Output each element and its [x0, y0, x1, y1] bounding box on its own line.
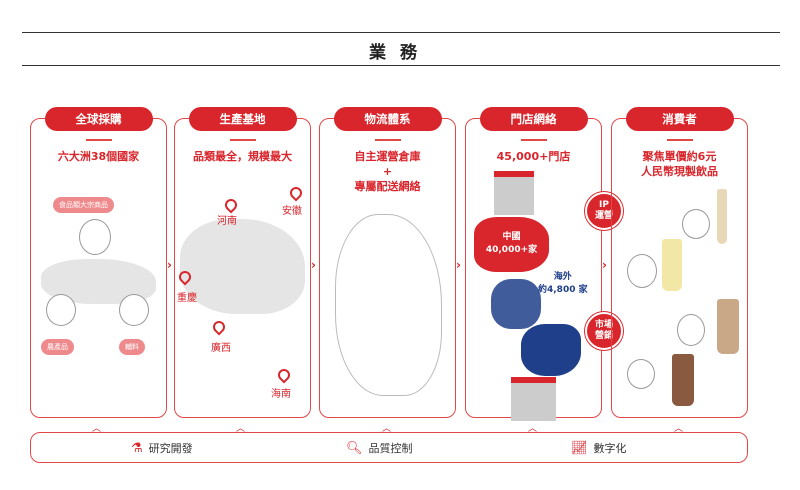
coffee-image: [672, 354, 694, 406]
item-rnd: ⚗ 研究開發: [131, 440, 193, 456]
item-label: 品質控制: [368, 442, 413, 455]
location-hainan: 海南: [271, 389, 291, 400]
divider: [374, 139, 401, 141]
panel-header: 消費者: [625, 107, 734, 131]
panel-consumers: 消費者 聚焦單價約6元 人民幣現製飲品: [611, 107, 748, 418]
badge-line: 營銷: [594, 331, 613, 341]
subtitle-line: +: [382, 165, 393, 178]
panel-header: 生產基地: [188, 107, 297, 131]
panel-subtitle: 聚焦單價約6元 人民幣現製飲品: [612, 149, 747, 179]
digital-chart-icon: 📈︎: [571, 440, 588, 456]
mascot-image: [682, 209, 710, 239]
badge-line: IP: [599, 200, 609, 210]
chevron-right-icon: ›: [311, 258, 316, 272]
china-count: 40,000+家: [485, 245, 538, 255]
panel-subtitle: 品類最全，規模最大: [193, 150, 292, 163]
chevron-right-icon: ›: [167, 258, 172, 272]
china-map: [180, 219, 305, 314]
china-label: 中國: [502, 232, 521, 242]
page-title: 業務: [369, 43, 431, 63]
overseas-text: 海外: [553, 272, 572, 282]
location-henan: 河南: [217, 216, 237, 227]
item-label: 數字化: [593, 442, 627, 455]
store-image: [511, 377, 556, 421]
location-pin-icon: [210, 318, 228, 336]
overseas-count: 約4,800 家: [538, 285, 588, 295]
subtitle-line: 自主運營倉庫: [354, 150, 421, 163]
foundation-bar: ⚗ 研究開發 🔍︎ 品質控制 📈︎ 數字化: [30, 432, 748, 463]
badge-marketing: 市場營銷: [585, 312, 623, 350]
panel-global-sourcing: 全球採購 六大洲38個國家 食品類大宗商品 農產品 輔料: [30, 107, 167, 418]
tag-agricultural: 農產品: [41, 339, 74, 355]
panel-subtitle: 45,000+門店: [496, 150, 571, 163]
ice-cream-image: [717, 189, 727, 244]
mascot-image: [627, 359, 655, 389]
location-pin-icon: [222, 196, 240, 214]
location-pin-icon: [275, 366, 293, 384]
panel-subtitle: 六大洲38個國家: [57, 150, 140, 163]
location-chongqing: 重慶: [177, 293, 197, 304]
chevron-up-icon: ︿: [92, 424, 102, 434]
lemon-tea-image: [662, 239, 682, 291]
mascot-image: [627, 254, 657, 288]
divider: [666, 139, 693, 141]
panel-production-base: 生產基地 品類最全，規模最大 河南 安徽 重慶 廣西 海南: [174, 107, 311, 418]
chevron-up-icon: ︿: [236, 424, 246, 434]
chevron-up-icon: ︿: [528, 424, 538, 434]
subtitle-line: 人民幣現製飲品: [641, 165, 718, 178]
mascot-image: [677, 314, 705, 346]
magnifier-icon: 🔍︎: [346, 440, 363, 456]
chevron-right-icon: ›: [456, 258, 461, 272]
panel-store-network: 門店網絡 45,000+門店 中國 40,000+家 海外 約4,800 家: [465, 107, 602, 421]
location-pin-icon: [287, 184, 305, 202]
chevron-right-icon: ›: [602, 258, 607, 272]
subtitle-line: 聚焦單價約6元: [642, 150, 717, 163]
panel-subtitle: 自主運營倉庫 + 專屬配送網絡: [320, 149, 455, 194]
chevron-up-icon: ︿: [382, 424, 392, 434]
mascot-image: [46, 294, 76, 326]
panel-header: 門店網絡: [479, 107, 588, 131]
microscope-icon: ⚗: [131, 440, 143, 456]
mascot-image: [119, 294, 149, 326]
mascot-image: [79, 219, 111, 255]
milk-tea-image: [717, 299, 739, 354]
divider: [85, 139, 112, 141]
badge-line: 運營: [594, 211, 613, 221]
southeast-asia-region: [491, 279, 541, 329]
asia-map: [335, 214, 442, 396]
location-anhui: 安徽: [282, 206, 302, 217]
location-guangxi: 廣西: [211, 343, 231, 354]
item-digitalization: 📈︎ 數字化: [571, 440, 627, 456]
panel-header: 物流體系: [333, 107, 442, 131]
australia-region: [521, 324, 581, 376]
divider: [520, 139, 547, 141]
overseas-label: 海外 約4,800 家: [538, 269, 588, 295]
panel-logistics: 物流體系 自主運營倉庫 + 專屬配送網絡: [319, 107, 456, 418]
item-label: 研究開發: [148, 442, 193, 455]
divider: [229, 139, 256, 141]
badge-line: 市場: [594, 320, 613, 330]
tag-ingredients: 輔料: [119, 339, 145, 355]
subtitle-line: 專屬配送網絡: [354, 180, 421, 193]
china-region: 中國 40,000+家: [474, 217, 549, 272]
store-image: [494, 171, 534, 215]
top-rule: [22, 32, 780, 33]
tag-commodities: 食品類大宗商品: [53, 197, 114, 213]
item-quality-control: 🔍︎ 品質控制: [346, 440, 413, 456]
title-rule: [22, 65, 780, 66]
panel-header: 全球採購: [44, 107, 153, 131]
chevron-up-icon: ︿: [674, 424, 684, 434]
